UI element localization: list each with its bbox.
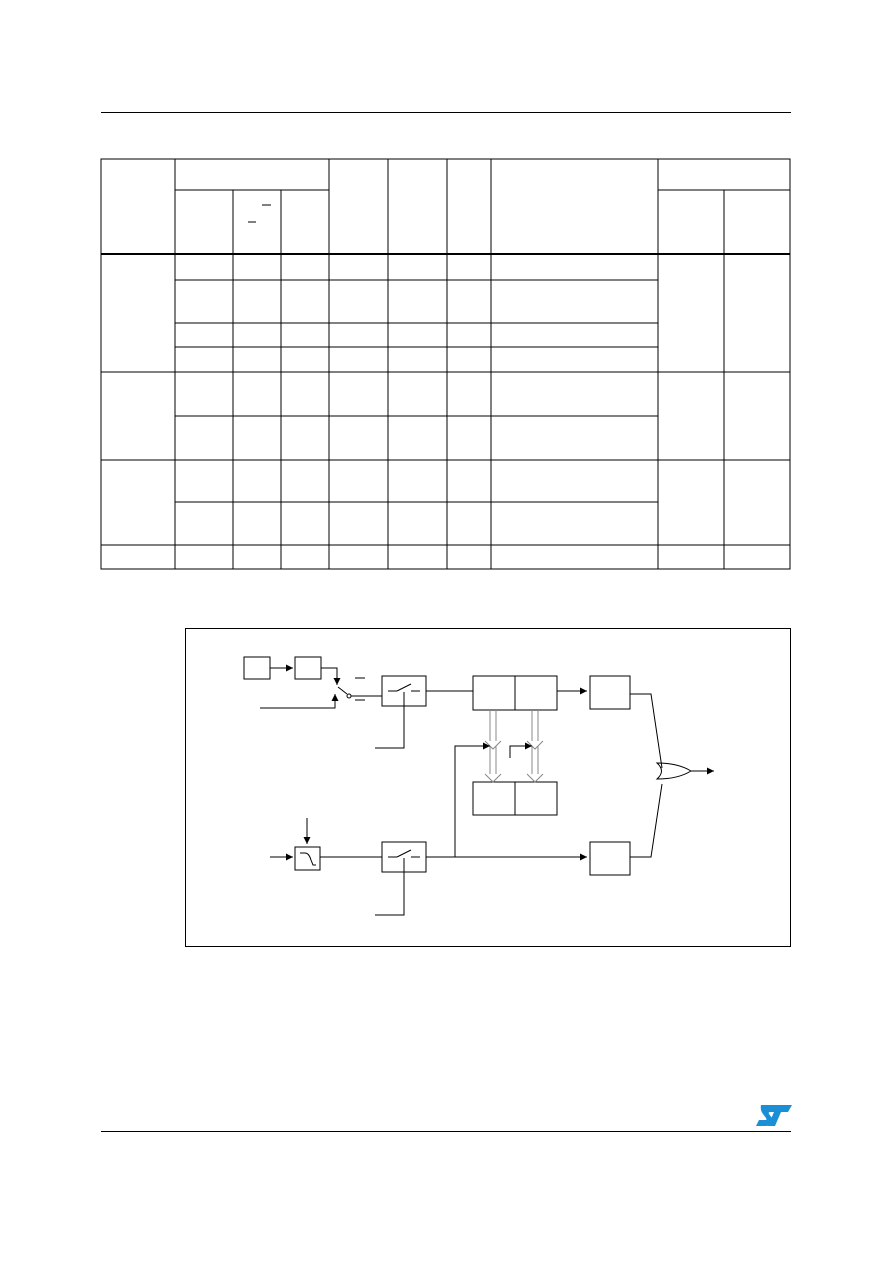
- control-line: [375, 858, 405, 916]
- edge-detect-symbol: [300, 852, 316, 866]
- or-gate: [655, 762, 692, 780]
- capture-trigger: [454, 742, 490, 857]
- switch-contact: [396, 683, 412, 692]
- edge-detect-block: [294, 846, 321, 871]
- compare-block-bottom: [589, 841, 631, 876]
- or-input-line: [630, 783, 663, 858]
- block-diagram: [185, 628, 791, 947]
- capture-trigger: [509, 742, 532, 758]
- control-line: [375, 692, 405, 749]
- figure-frame: [185, 628, 791, 947]
- or-input-line: [630, 693, 663, 769]
- signal-arrow: [260, 694, 339, 709]
- clock-block-1: [243, 656, 271, 680]
- selector-switch: [337, 686, 348, 695]
- compare-block-top: [589, 675, 631, 710]
- header-rule: [101, 112, 791, 113]
- counter-low-block: [472, 675, 516, 711]
- switch-pivot: [346, 693, 352, 699]
- footer-rule: [101, 1131, 791, 1132]
- switch-contact: [396, 849, 412, 858]
- register-table: [100, 158, 791, 570]
- table-border: [100, 158, 791, 570]
- capture-high-block: [514, 781, 558, 816]
- counter-high-block: [514, 675, 558, 711]
- signal-arrow: [321, 667, 341, 685]
- st-logo-icon: [756, 1105, 792, 1126]
- capture-low-block: [472, 781, 516, 816]
- clock-block-2: [294, 656, 322, 680]
